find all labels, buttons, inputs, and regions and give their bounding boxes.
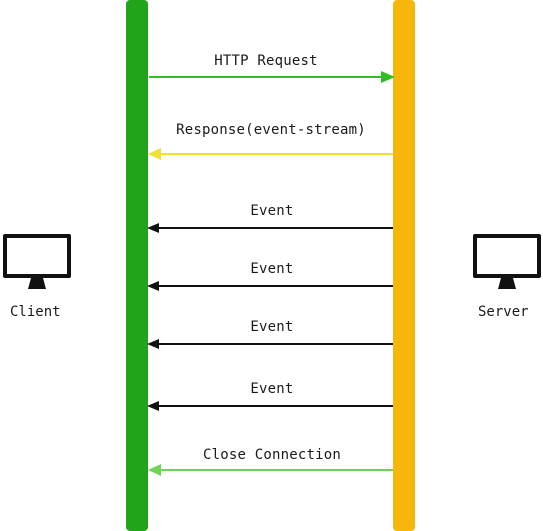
- client-lifeline: [126, 0, 148, 531]
- client-monitor-icon: [3, 234, 71, 289]
- message-label-close-connection: Close Connection: [202, 447, 342, 463]
- arrow-event-3: [147, 339, 393, 349]
- client-label: Client: [10, 304, 61, 320]
- server-label: Server: [478, 304, 529, 320]
- message-label-event-1: Event: [250, 203, 294, 219]
- server-monitor-icon: [473, 234, 541, 289]
- message-label-http-request: HTTP Request: [214, 53, 318, 69]
- arrow-response-event-stream: [148, 148, 393, 160]
- message-label-event-4: Event: [250, 381, 294, 397]
- arrow-event-2: [147, 281, 393, 291]
- arrow-event-1: [147, 223, 393, 233]
- server-lifeline: [393, 0, 415, 531]
- arrow-event-4: [147, 401, 393, 411]
- message-label-event-3: Event: [250, 319, 294, 335]
- message-label-response: Response(event-stream): [176, 122, 366, 138]
- message-label-event-2: Event: [250, 261, 294, 277]
- arrow-http-request: [149, 71, 395, 83]
- arrow-close-connection: [148, 464, 393, 476]
